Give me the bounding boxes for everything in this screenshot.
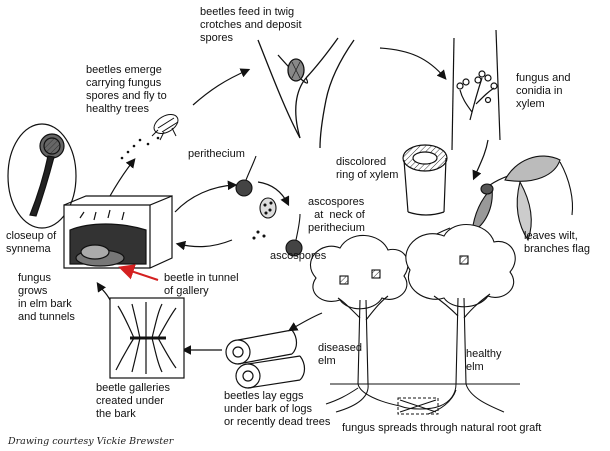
- red-pointer-arrow: [118, 264, 159, 281]
- synnema-closeup-drawing: [7, 123, 77, 229]
- label-leaves-wilt: leaves wilt, branches flag: [524, 230, 591, 255]
- label-beetle-in-tunnel: beetle in tunnel of gallery: [164, 272, 239, 297]
- label-ascospores-neck: ascospores at neck of perithecium: [308, 196, 365, 234]
- flying-beetle-drawing: [151, 114, 179, 141]
- perithecium-drawing: [235, 155, 303, 257]
- arrow-peri-to-asco: [257, 181, 290, 207]
- label-fungus-grows: fungus grows in elm bark and tunnels: [18, 272, 75, 323]
- xylem-branch-drawing: [451, 29, 501, 151]
- label-beetles-emerge: beetles emerge carrying fungus spores an…: [86, 64, 167, 115]
- label-lay-eggs: beetles lay eggs under bark of logs or r…: [224, 390, 331, 428]
- label-perithecium: perithecium: [188, 148, 245, 160]
- arrow-asco-to-bark: [175, 239, 233, 251]
- label-fungus-xylem: fungus and conidia in xylem: [516, 72, 571, 110]
- twig-crotch-drawing: [257, 37, 355, 149]
- label-beetle-galleries: beetle galleries created under the bark: [96, 382, 170, 420]
- gallery-drawing: [109, 297, 185, 379]
- arrow-xylem-to-wilt: [472, 139, 489, 181]
- label-root-graft: fungus spreads through natural root graf…: [342, 422, 542, 434]
- label-discolored-ring: discolored ring of xylem: [336, 156, 399, 181]
- credit-line: Drawing courtesy Vickie Brewster: [8, 436, 174, 447]
- cycle-arrows: [96, 47, 489, 355]
- arrow-trees-to-logs: [287, 312, 323, 332]
- bark-block-drawing: [63, 195, 173, 269]
- arrow-twig-to-xylem: [379, 47, 447, 80]
- logs-drawing: [225, 329, 306, 389]
- label-diseased-elm: diseased elm: [318, 342, 363, 367]
- diseased-elm-drawing: [309, 234, 409, 385]
- label-ascospores: ascospores: [270, 250, 327, 262]
- arrow-bark-to-perithecium: [174, 180, 238, 213]
- wilting-leaves-drawing: [471, 155, 574, 242]
- arrow-bark-to-emerge: [109, 158, 136, 197]
- label-twig-feed: beetles feed in twig crotches and deposi…: [200, 6, 302, 44]
- label-healthy-elm: healthy elm: [466, 348, 502, 373]
- cut-stem-drawing: [402, 144, 448, 216]
- label-closeup-synnema: closeup of synnema: [6, 230, 57, 255]
- healthy-elm-drawing: [405, 223, 516, 385]
- arrow-emerge-to-twig: [192, 68, 251, 106]
- dotted-flight: [120, 136, 160, 160]
- arrow-galleries-to-bark: [96, 282, 111, 301]
- root-graft-drawing: [325, 383, 520, 415]
